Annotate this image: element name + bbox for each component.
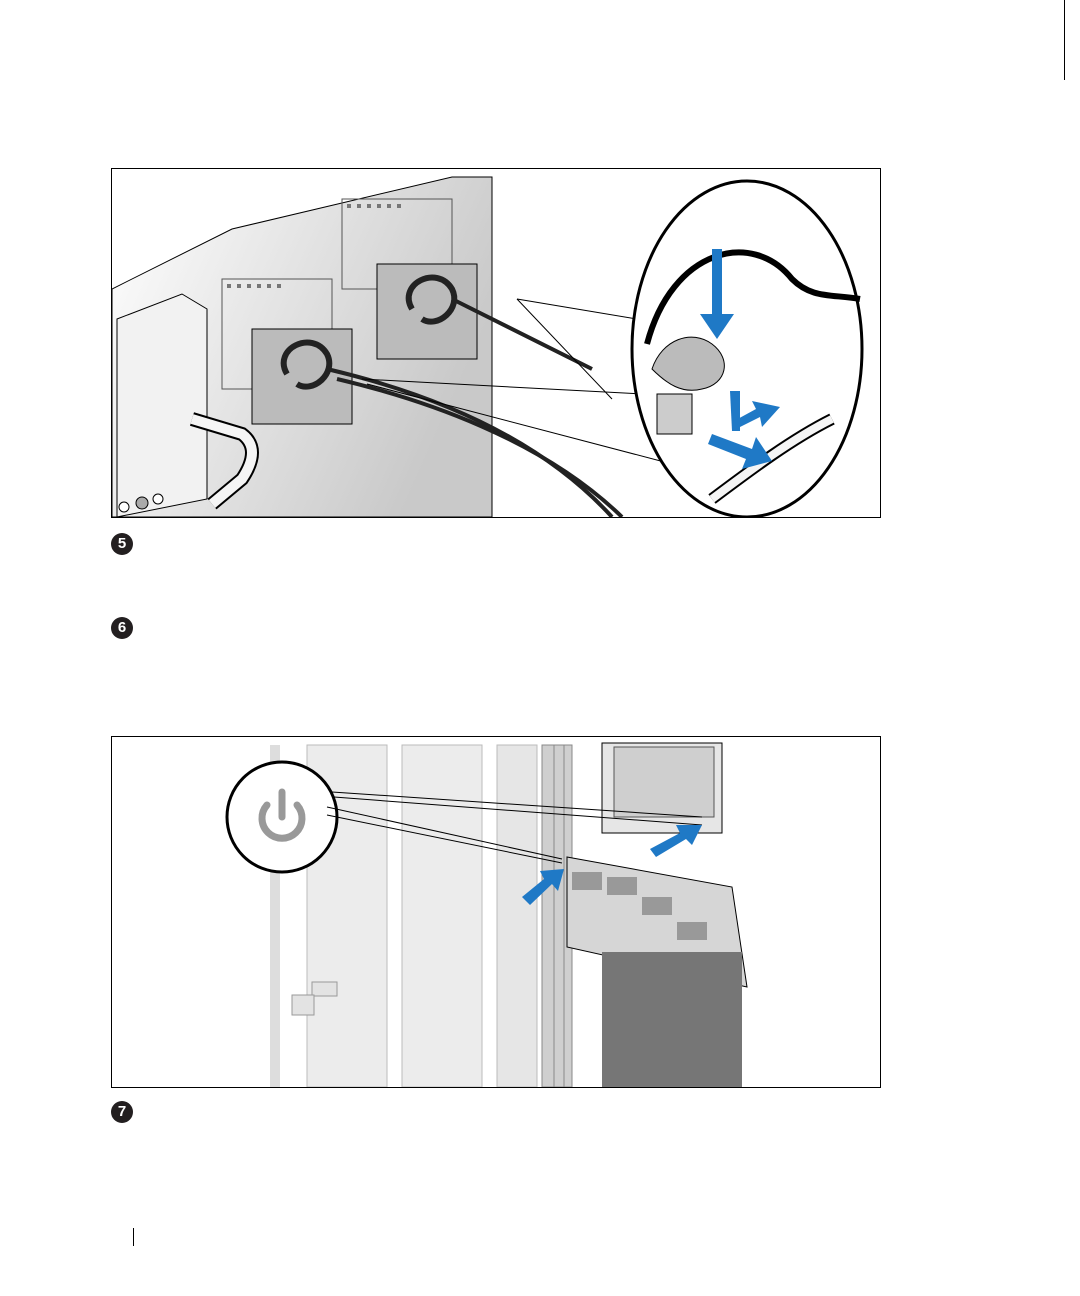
figure-cable-strain-relief [111, 168, 881, 518]
step-marker-5: 5 [111, 533, 133, 555]
rack-server-power-illustration [112, 737, 880, 1087]
step-marker-7: 7 [111, 1101, 133, 1123]
figure-power-button [111, 736, 881, 1088]
page-edge-rule [1064, 0, 1065, 80]
step-marker-6: 6 [111, 617, 133, 639]
cable-strain-relief-illustration [112, 169, 880, 517]
footer-rule [133, 1228, 134, 1246]
